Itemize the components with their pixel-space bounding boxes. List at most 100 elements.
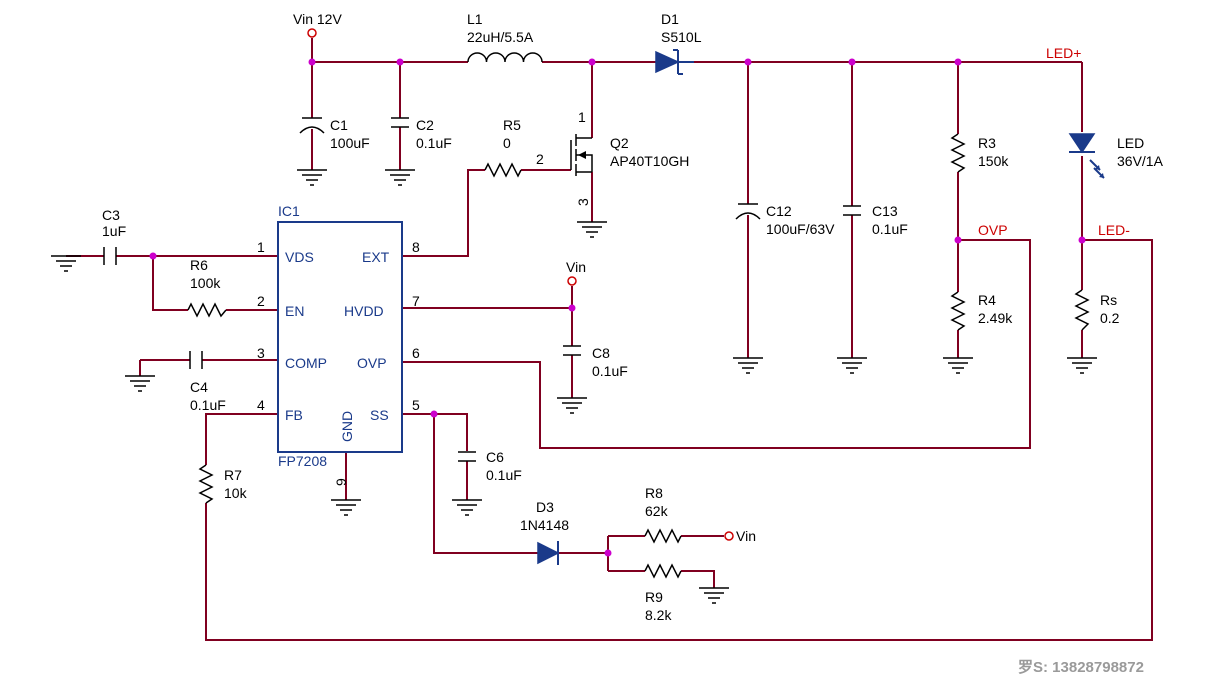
gnd-c4-symbol xyxy=(125,375,155,392)
q2-value: AP40T10GH xyxy=(610,153,689,169)
l1-value: 22uH/5.5A xyxy=(467,29,534,45)
r8-ref: R8 xyxy=(645,485,663,501)
pin-7-num: 7 xyxy=(412,293,420,309)
r5-value: 0 xyxy=(503,135,511,151)
pin-ext-name: EXT xyxy=(362,249,390,265)
r8-value: 62k xyxy=(645,503,669,519)
r6-ref: R6 xyxy=(190,257,208,273)
gnd-c12-symbol xyxy=(733,357,763,374)
resistor-r3: R3 150k xyxy=(950,133,1009,173)
pin-hvdd-name: HVDD xyxy=(344,303,384,319)
led-ref: LED xyxy=(1117,135,1144,151)
vin-hvdd-port: Vin xyxy=(566,259,586,286)
resistor-r6: R6 100k xyxy=(187,257,227,318)
q2-pin-d: 1 xyxy=(578,109,586,125)
r3-ref: R3 xyxy=(978,135,996,151)
pin-1-num: 1 xyxy=(257,239,265,255)
capacitor-c4: C4 0.1uF xyxy=(189,351,226,413)
gnd-ic-symbol xyxy=(331,499,361,516)
r4-value: 2.49k xyxy=(978,310,1013,326)
c2-ref: C2 xyxy=(416,117,434,133)
vin-r8-port: Vin xyxy=(724,528,756,544)
gnd-c6-symbol xyxy=(452,499,482,516)
d3-ref: D3 xyxy=(536,499,554,515)
resistor-r5: R5 0 xyxy=(484,117,522,178)
resistor-rs: Rs 0.2 xyxy=(1074,289,1120,331)
resistor-r7: R7 10k xyxy=(198,464,248,504)
gnd-r9-symbol xyxy=(699,587,729,604)
rs-ref: Rs xyxy=(1100,292,1117,308)
r9-value: 8.2k xyxy=(645,607,672,623)
capacitor-c8: C8 0.1uF xyxy=(563,345,628,379)
r6-value: 100k xyxy=(190,275,221,291)
c13-ref: C13 xyxy=(872,203,898,219)
r3-value: 150k xyxy=(978,153,1009,169)
gnd-r4-symbol xyxy=(943,357,973,374)
c6-value: 0.1uF xyxy=(486,467,522,483)
gnd-c3-symbol xyxy=(51,255,81,272)
pin-vds-name: VDS xyxy=(285,249,314,265)
wires xyxy=(66,38,1153,641)
pin-8-num: 8 xyxy=(412,239,420,255)
junctions xyxy=(149,58,1086,557)
diode-d1: D1 S510L xyxy=(655,11,702,75)
ic-part: FP7208 xyxy=(278,453,327,469)
gnd-c2-symbol xyxy=(385,169,415,186)
vin-12v-port: Vin 12V xyxy=(293,11,342,38)
resistor-r8: R8 62k xyxy=(644,485,682,544)
d1-value: S510L xyxy=(661,29,702,45)
c12-ref: C12 xyxy=(766,203,792,219)
pin-5-num: 5 xyxy=(412,397,420,413)
mosfet-q2: 1 2 3 Q2 AP40T10GH xyxy=(536,109,689,206)
pin-6-num: 6 xyxy=(412,345,420,361)
vin-r8-label: Vin xyxy=(736,528,756,544)
pin-ovp-name: OVP xyxy=(357,355,387,371)
gnd-q2-symbol xyxy=(577,221,607,238)
gnd-c1-symbol xyxy=(297,169,327,186)
pin-en-name: EN xyxy=(285,303,304,319)
led-d: LED 36V/1A xyxy=(1068,133,1164,179)
c4-ref: C4 xyxy=(190,379,208,395)
capacitor-c3: C3 1uF xyxy=(102,207,126,265)
pin-ss-name: SS xyxy=(370,407,389,423)
capacitor-c1: C1 100uF xyxy=(299,117,370,151)
capacitor-c12: C12 100uF/63V xyxy=(735,203,835,237)
led-plus-label: LED+ xyxy=(1046,45,1081,61)
pin-comp-name: COMP xyxy=(285,355,327,371)
c6-ref: C6 xyxy=(486,449,504,465)
d3-value: 1N4148 xyxy=(520,517,569,533)
diode-d3: D3 1N4148 xyxy=(520,499,569,565)
c8-value: 0.1uF xyxy=(592,363,628,379)
led-minus-label: LED- xyxy=(1098,222,1130,238)
rs-value: 0.2 xyxy=(1100,310,1120,326)
gnd-c13-symbol xyxy=(837,357,867,374)
c3-ref: C3 xyxy=(102,207,120,223)
r7-ref: R7 xyxy=(224,467,242,483)
r5-ref: R5 xyxy=(503,117,521,133)
pin-9-num: 9 xyxy=(333,478,349,486)
r7-value: 10k xyxy=(224,485,248,501)
pin-fb-name: FB xyxy=(285,407,303,423)
resistor-r4: R4 2.49k xyxy=(950,291,1013,331)
c3-value: 1uF xyxy=(102,223,126,239)
c1-ref: C1 xyxy=(330,117,348,133)
q2-pin-s: 3 xyxy=(575,198,591,206)
c1-value: 100uF xyxy=(330,135,370,151)
vin-hvdd-label: Vin xyxy=(566,259,586,275)
led-value: 36V/1A xyxy=(1117,153,1164,169)
capacitor-c13: C13 0.1uF xyxy=(843,203,908,237)
vin-12v-label: Vin 12V xyxy=(293,11,342,27)
inductor-l1: L1 22uH/5.5A xyxy=(467,11,543,63)
r9-ref: R9 xyxy=(645,589,663,605)
pin-4-num: 4 xyxy=(257,397,265,413)
c2-value: 0.1uF xyxy=(416,135,452,151)
ic-fp7208: IC1 FP7208 1 VDS 2 EN 3 COMP 4 FB 8 EXT … xyxy=(257,203,420,486)
c12-value: 100uF/63V xyxy=(766,221,835,237)
c13-value: 0.1uF xyxy=(872,221,908,237)
pin-gnd-name: GND xyxy=(339,411,355,442)
q2-ref: Q2 xyxy=(610,135,629,151)
q2-pin-g: 2 xyxy=(536,151,544,167)
watermark-text: 罗S: 13828798872 xyxy=(1018,659,1144,676)
capacitor-c6: C6 0.1uF xyxy=(458,449,522,483)
